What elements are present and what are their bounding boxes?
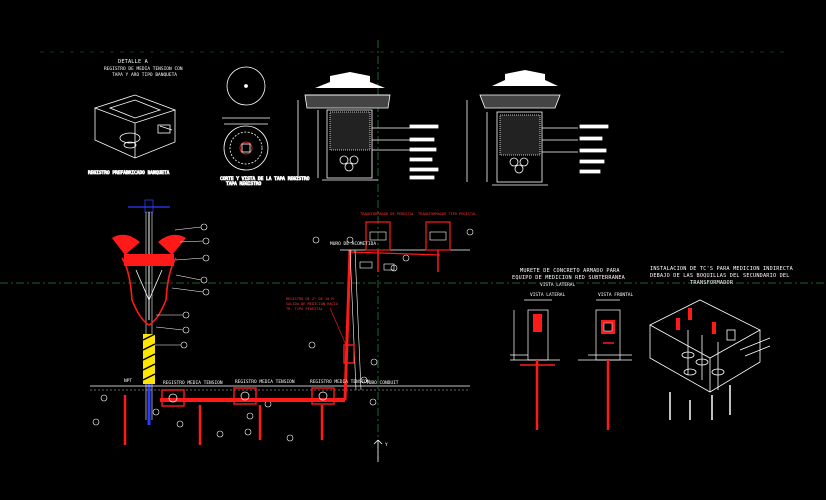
duct-bank bbox=[90, 249, 470, 445]
trench-section-right bbox=[466, 70, 609, 186]
murete-view-lateral: VISTA LATERAL bbox=[530, 292, 566, 298]
detail-a-title: DETALLE A REGISTRO DE MEDIA TENSION CON … bbox=[104, 59, 183, 78]
murete-title-2: EQUIPO DE MEDICION RED SUBTERRANEA bbox=[512, 275, 626, 281]
riser-labels: REGISTRO MEDIA TENSION REGISTRO MEDIA TE… bbox=[124, 241, 399, 386]
ucs-icon: Y bbox=[373, 439, 388, 462]
tc-transformer-iso bbox=[649, 299, 771, 420]
transformer-label-2: TRANSFORMADOR TIPO PEDESTAL bbox=[418, 212, 476, 216]
red-note-1: REGISTRO DE 2" DE 10 M bbox=[286, 297, 334, 301]
pole-structure bbox=[112, 199, 186, 425]
riser-label-2: REGISTRO MEDIA TENSION bbox=[235, 379, 295, 385]
riser-label-6: NPT bbox=[124, 378, 132, 384]
detail-a-title-line-2: REGISTRO DE MEDIA TENSION CON bbox=[104, 66, 183, 72]
detail-a-title-line-3: TAPA Y ARO TIPO BANQUETA bbox=[112, 72, 177, 78]
iso-caption: REGISTRO PREFABRICADO BANQUETA bbox=[88, 170, 170, 176]
murete-title-1: MURETE DE CONCRETO ARMADO PARA bbox=[520, 268, 620, 274]
pole-callouts bbox=[92, 223, 474, 442]
cover-caption-2: TAPA REGISTRO bbox=[226, 181, 262, 187]
red-note-2: SALIDA DE MEDICION HACIA bbox=[286, 302, 339, 306]
murete-view-frontal: VISTA FRONTAL bbox=[598, 292, 634, 298]
trench-section-left bbox=[297, 72, 439, 181]
iso-registro-box: REGISTRO PREFABRICADO BANQUETA bbox=[88, 94, 177, 176]
tc-title-1: INSTALACION DE TC'S PARA MEDICION INDIRE… bbox=[650, 266, 794, 272]
riser-label-4: MURO DE ACOMETIDA bbox=[330, 241, 376, 247]
riser-label-3: REGISTRO MEDIA TENSION bbox=[310, 379, 370, 385]
tc-title: INSTALACION DE TC'S PARA MEDICION INDIRE… bbox=[650, 266, 794, 286]
ucs-label: Y bbox=[385, 442, 388, 448]
riser-label-1: REGISTRO MEDIA TENSION bbox=[163, 380, 223, 386]
transformer-label-1: TRANSFORMADOR DE PEDESTAL bbox=[360, 212, 414, 216]
detail-a-title-line-1: DETALLE A bbox=[118, 59, 149, 65]
murete-title: MURETE DE CONCRETO ARMADO PARA EQUIPO DE… bbox=[512, 268, 626, 288]
cover-caption-1: CORTE Y VISTA DE LA TAPA REGISTRO bbox=[220, 176, 310, 182]
murete-sub: VISTA LATERAL bbox=[540, 282, 576, 288]
transformer-boxes: TRANSFORMADOR DE PEDESTAL TRANSFORMADOR … bbox=[359, 212, 476, 272]
riser-label-5: TUBO CONDUIT bbox=[366, 380, 399, 386]
registro-cover: CORTE Y VISTA DE LA TAPA REGISTRO TAPA R… bbox=[220, 66, 310, 187]
murete-views: VISTA LATERAL VISTA FRONTAL bbox=[510, 292, 634, 430]
red-note-3: TR. TIPO PEDESTAL bbox=[286, 307, 323, 311]
tc-title-3: TRANSFORMADOR bbox=[690, 280, 734, 286]
tc-title-2: DEBAJO DE LAS BOQUILLAS DEL SECUNDARIO D… bbox=[650, 273, 790, 279]
